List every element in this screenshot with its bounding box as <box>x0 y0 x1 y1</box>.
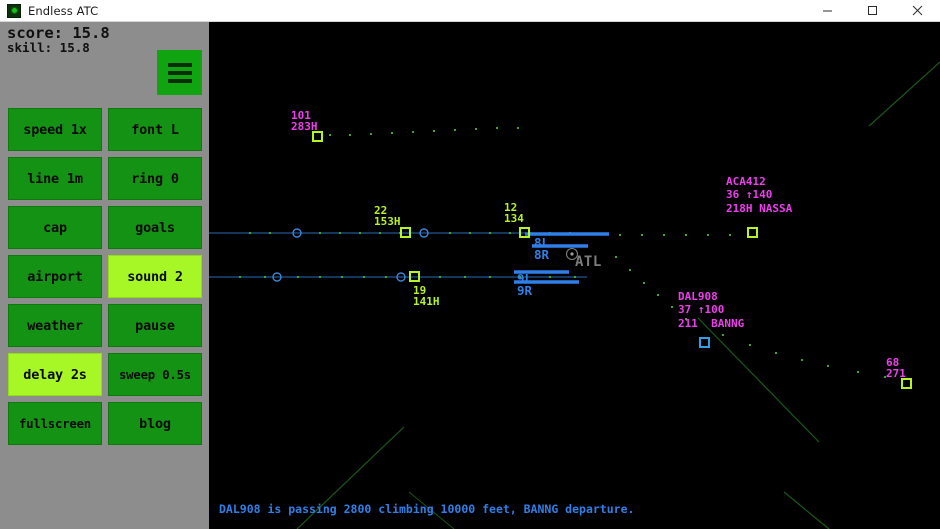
airway-line-sw <box>296 426 405 529</box>
button-fullscreen[interactable]: fullscreen <box>8 402 102 445</box>
trail-dots-dal908 <box>615 256 886 378</box>
button-font[interactable]: font L <box>108 108 202 151</box>
app-icon <box>7 3 21 18</box>
button-ring[interactable]: ring 0 <box>108 157 202 200</box>
aircraft-marker-aca412[interactable] <box>747 227 758 238</box>
airway-line-s <box>783 491 830 529</box>
skill-label: skill: 15.8 <box>7 40 90 56</box>
button-pause[interactable]: pause <box>108 304 202 347</box>
button-line[interactable]: line 1m <box>8 157 102 200</box>
hamburger-menu-icon[interactable] <box>156 49 203 96</box>
airport-reference-marker <box>565 247 579 261</box>
trail-dots-101 <box>329 127 519 136</box>
button-speed[interactable]: speed 1x <box>8 108 102 151</box>
airport-reference-dot <box>570 252 574 256</box>
button-cap[interactable]: cap <box>8 206 102 249</box>
button-goals[interactable]: goals <box>108 206 202 249</box>
title-bar: Endless ATC <box>0 0 940 22</box>
close-button[interactable] <box>895 0 940 22</box>
approach-fix-u2 <box>419 228 429 238</box>
approach-fix-l2 <box>396 272 406 282</box>
trail-dots-lower <box>239 276 576 278</box>
airway-line-ne <box>868 61 940 127</box>
aircraft-marker-22[interactable] <box>400 227 411 238</box>
button-sound[interactable]: sound 2 <box>108 255 202 298</box>
aircraft-marker-101[interactable] <box>312 131 323 142</box>
menu-bar-1 <box>167 62 192 67</box>
window-controls <box>805 0 940 22</box>
aircraft-marker-19[interactable] <box>409 271 420 282</box>
aircraft-marker-12[interactable] <box>519 227 530 238</box>
button-airport[interactable]: airport <box>8 255 102 298</box>
trail-dots-aca412 <box>619 234 731 236</box>
score-panel: score: 15.8 skill: 15.8 <box>7 24 110 56</box>
airway-line-se <box>697 317 820 443</box>
button-weather[interactable]: weather <box>8 304 102 347</box>
button-sweep[interactable]: sweep 0.5s <box>108 353 202 396</box>
approach-fix-u1 <box>292 228 302 238</box>
menu-bar-3 <box>167 78 192 83</box>
maximize-button[interactable] <box>850 0 895 22</box>
airway-line-s2 <box>408 491 455 529</box>
score-label: score: 15.8 <box>7 24 110 42</box>
button-delay[interactable]: delay 2s <box>8 353 102 396</box>
approach-fix-l1 <box>272 272 282 282</box>
aircraft-marker-dal908[interactable] <box>699 337 710 348</box>
window-title: Endless ATC <box>28 3 99 18</box>
button-blog[interactable]: blog <box>108 402 202 445</box>
menu-bar-2 <box>167 70 192 75</box>
radar-vector-layer <box>209 61 940 529</box>
minimize-button[interactable] <box>805 0 850 22</box>
aircraft-marker-68[interactable] <box>901 378 912 389</box>
